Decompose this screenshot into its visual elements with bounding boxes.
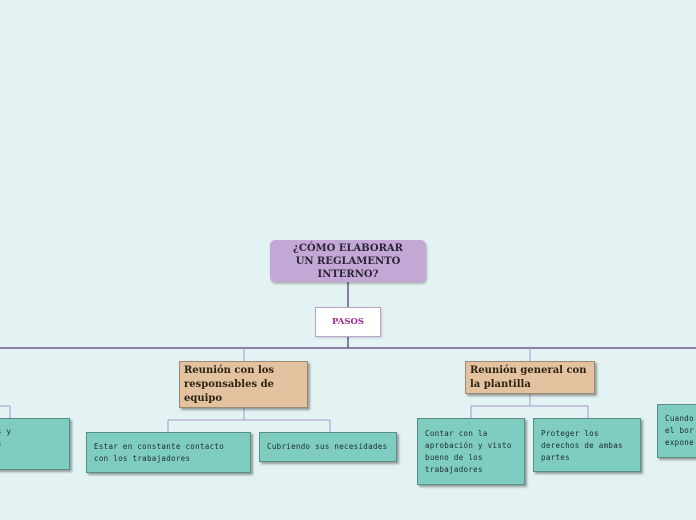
leaf-label: Proteger los derechos de ambas partes — [541, 429, 623, 462]
leaf-label: Estar en constante contacto con los trab… — [94, 442, 225, 463]
pasos-node[interactable]: PASOS — [315, 307, 381, 337]
leaf-cuando[interactable]: Cuando el bor expone — [657, 404, 696, 458]
leaf-detalles[interactable]: detalles y posibles — [0, 418, 70, 470]
leaf-label: Cuando el bor expone — [665, 414, 694, 447]
leaf-label: Contar con la aprobación y visto bueno d… — [425, 429, 512, 474]
leaf-contacto-trabajadores[interactable]: Estar en constante contacto con los trab… — [86, 432, 251, 473]
leaf-label: detalles y posibles — [0, 427, 12, 448]
subtopic-reunion-general[interactable]: Reunión general con la plantilla — [465, 361, 595, 394]
subtopic-label: Reunión con los responsables de equipo — [184, 365, 275, 404]
pasos-label: PASOS — [331, 317, 365, 327]
subtopic-label: Reunión general con la plantilla — [470, 365, 587, 390]
leaf-derechos[interactable]: Proteger los derechos de ambas partes — [533, 418, 641, 472]
root-label: ¿CÓMO ELABORAR UN REGLAMENTO INTERNO? — [293, 242, 403, 280]
root-node[interactable]: ¿CÓMO ELABORAR UN REGLAMENTO INTERNO? — [270, 240, 426, 282]
subtopic-reunion-responsables[interactable]: Reunión con los responsables de equipo — [179, 361, 308, 408]
leaf-necesidades[interactable]: Cubriendo sus necesidades — [259, 432, 397, 462]
leaf-aprobacion[interactable]: Contar con la aprobación y visto bueno d… — [417, 418, 525, 485]
leaf-label: Cubriendo sus necesidades — [267, 442, 388, 451]
